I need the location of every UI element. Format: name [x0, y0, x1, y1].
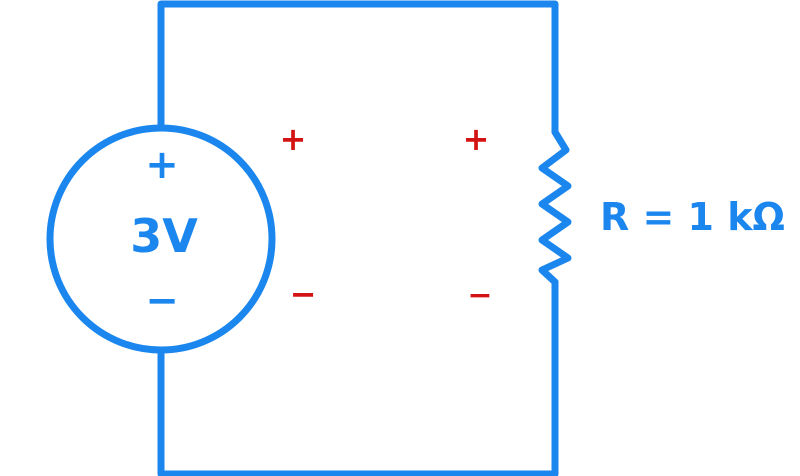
- wire-bottom: [157, 278, 559, 476]
- circuit-wires: [157, 0, 559, 476]
- source-voltage-label: 3V: [130, 209, 198, 263]
- wire-top: [157, 0, 559, 136]
- voltage-source-circle: [46, 124, 276, 354]
- resistor: R = 1 kΩ: [538, 128, 785, 286]
- voltage-source: + 3V −: [46, 124, 276, 354]
- polarity-left-minus: −: [290, 275, 317, 313]
- polarity-right-plus: +: [463, 120, 490, 158]
- polarity-right-minus: −: [467, 278, 492, 313]
- polarity-marks: + + − −: [280, 120, 493, 313]
- source-minus-symbol: −: [145, 278, 179, 324]
- resistor-label: R = 1 kΩ: [600, 195, 785, 239]
- resistor-zigzag: [538, 128, 572, 286]
- source-plus-symbol: +: [145, 142, 179, 188]
- polarity-left-plus: +: [280, 120, 307, 158]
